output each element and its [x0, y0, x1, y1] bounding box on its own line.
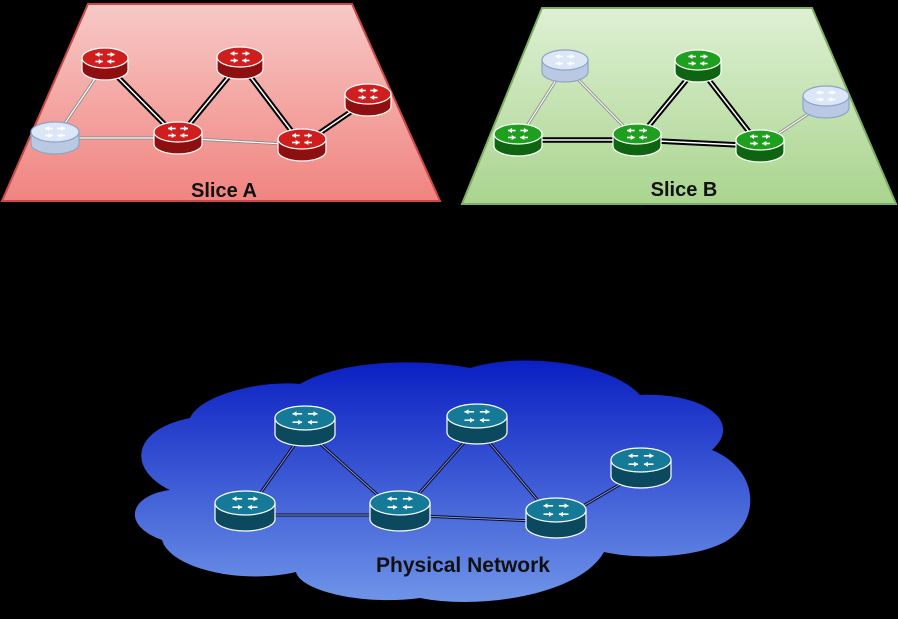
slice-b-router-icon — [493, 123, 543, 157]
slice-b-router-icon-inactive — [541, 49, 589, 83]
physical-network-routers — [214, 403, 672, 539]
slice-b: Slice B — [460, 7, 898, 205]
slice-b-router-icon-inactive — [802, 85, 850, 119]
physical-network: Physical Network — [134, 360, 751, 602]
slice-b-routers — [493, 49, 850, 163]
physical-router-icon — [274, 405, 336, 447]
slice-a-router-icon-inactive — [30, 121, 80, 155]
slice-a-router-icon — [81, 47, 129, 81]
physical-router-icon — [525, 497, 587, 539]
physical-router-icon — [446, 403, 508, 445]
slice-b-router-icon — [674, 49, 722, 83]
physical-router-icon — [214, 490, 276, 532]
slice-a-router-icon — [344, 83, 392, 117]
slice-b-router-icon — [735, 129, 785, 163]
physical-router-icon — [369, 490, 431, 532]
slice-b-label: Slice B — [651, 179, 718, 201]
slice-a-routers — [30, 46, 392, 162]
slice-a-router-icon — [216, 46, 264, 80]
slice-a: Slice A — [0, 3, 442, 202]
physical-network-label: Physical Network — [376, 554, 550, 577]
slice-a-router-icon — [277, 128, 327, 162]
physical-router-icon — [610, 447, 672, 489]
slice-a-label: Slice A — [191, 180, 257, 202]
slice-a-router-icon — [153, 121, 203, 155]
slice-b-router-icon — [612, 123, 662, 157]
